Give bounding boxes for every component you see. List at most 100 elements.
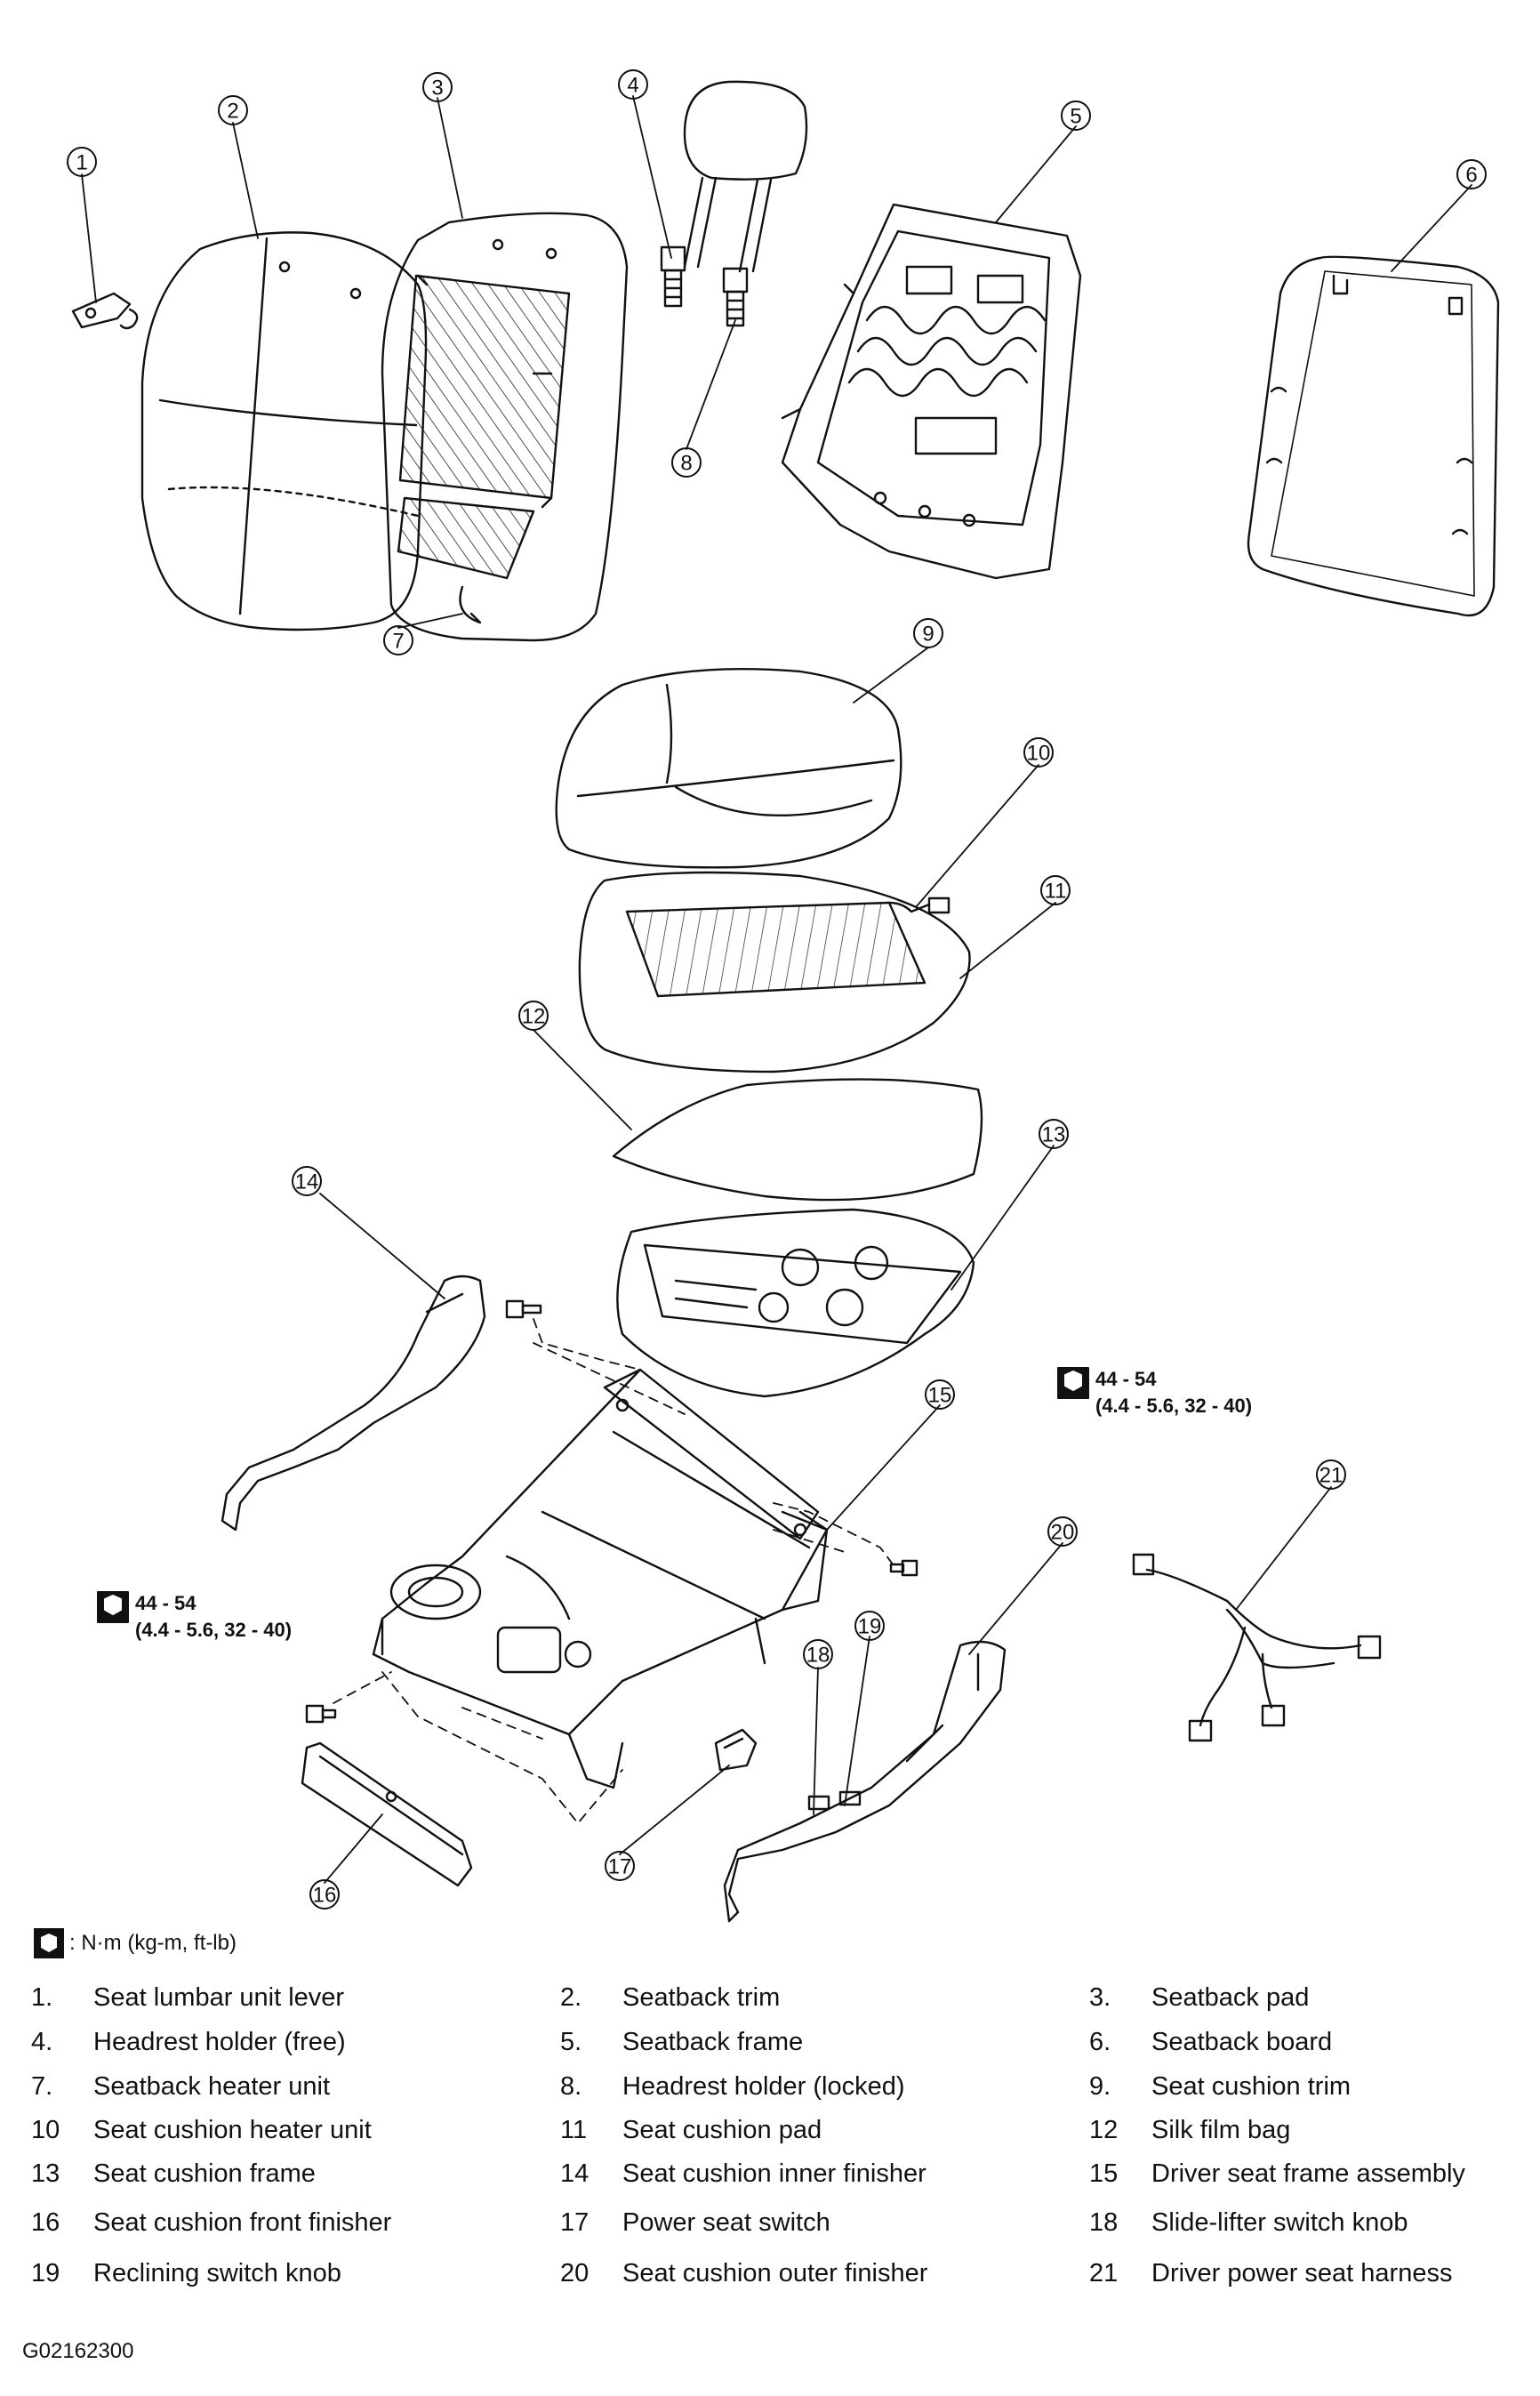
- legend-item-number: 17: [560, 2208, 590, 2237]
- legend-item-number: 3.: [1089, 1983, 1111, 2012]
- legend-item-number: 2.: [560, 1983, 582, 2012]
- torque-wrench-icon: [97, 1591, 129, 1623]
- callout-7: 7: [392, 630, 404, 654]
- legend-item: 3. Seatback pad: [1089, 1983, 1540, 2019]
- legend-item-name: Seat cushion outer finisher: [622, 2259, 928, 2287]
- figure-id: G02162300: [22, 2339, 134, 2363]
- seatback-trim-part: [140, 231, 428, 631]
- seat-cushion-outer-finisher-part: [723, 1640, 1007, 1923]
- legend-item-name: Seatback pad: [1151, 1983, 1310, 2012]
- legend-item-name: Seat cushion frame: [93, 2159, 316, 2188]
- driver-seat-frame-assembly-part: [372, 1368, 829, 1789]
- legend-item-name: Seat cushion pad: [622, 2116, 822, 2144]
- legend-item: 17 Power seat switch: [560, 2208, 1040, 2244]
- legend-item: 21 Driver power seat harness: [1089, 2259, 1540, 2295]
- legend-item: 1. Seat lumbar unit lever: [31, 1983, 511, 2019]
- bolt-left: [305, 1704, 337, 1724]
- callout-11: 11: [1045, 880, 1067, 904]
- legend-item-number: 10: [31, 2116, 60, 2144]
- legend-item: 7. Seatback heater unit: [31, 2072, 511, 2108]
- legend-item: 15 Driver seat frame assembly: [1089, 2159, 1540, 2195]
- legend-item-name: Seat cushion inner finisher: [622, 2159, 926, 2188]
- legend-item-name: Reclining switch knob: [93, 2259, 341, 2287]
- headrest-holder-locked-part: [722, 267, 749, 327]
- legend-item-number: 15: [1089, 2159, 1119, 2188]
- callout-12: 12: [522, 1005, 546, 1029]
- legend-item-name: Headrest holder (locked): [622, 2072, 905, 2101]
- legend-item-name: Seat lumbar unit lever: [93, 1983, 345, 2012]
- callout-17: 17: [608, 1855, 632, 1879]
- callout-18: 18: [806, 1644, 830, 1668]
- legend-item-number: 12: [1089, 2116, 1119, 2144]
- legend-item-number: 1.: [31, 1983, 53, 2012]
- legend-item-number: 4.: [31, 2028, 53, 2056]
- bolt-right: [889, 1559, 918, 1577]
- callout-13: 13: [1042, 1123, 1066, 1147]
- legend-item: 14 Seat cushion inner finisher: [560, 2159, 1040, 2195]
- callout-9: 9: [922, 623, 934, 647]
- legend-item-number: 19: [31, 2259, 60, 2287]
- callout-5: 5: [1070, 105, 1081, 129]
- seat-cushion-front-finisher-part: [301, 1741, 473, 1887]
- torque-spec-left-line1: 44 - 54: [135, 1592, 197, 1614]
- legend-item-name: Power seat switch: [622, 2208, 830, 2237]
- legend-item: 12 Silk film bag: [1089, 2116, 1540, 2151]
- seatback-frame-part: [781, 203, 1082, 580]
- legend-item-name: Slide-lifter switch knob: [1151, 2208, 1408, 2237]
- legend-item-name: Driver power seat harness: [1151, 2259, 1453, 2287]
- legend-item-number: 20: [560, 2259, 590, 2287]
- legend-item-name: Seatback frame: [622, 2028, 804, 2056]
- seat-cushion-inner-finisher-part: [221, 1274, 486, 1532]
- seat-cushion-trim-part: [555, 667, 902, 869]
- legend-item-number: 5.: [560, 2028, 582, 2056]
- callout-21: 21: [1319, 1464, 1343, 1488]
- legend-item-name: Seatback heater unit: [93, 2072, 331, 2101]
- torque-unit-label: : N·m (kg-m, ft-lb): [69, 1931, 237, 1955]
- seat-lumbar-lever-part: [71, 292, 139, 330]
- legend-item: 6. Seatback board: [1089, 2028, 1540, 2063]
- legend-item-number: 18: [1089, 2208, 1119, 2237]
- torque-spec-right-line1: 44 - 54: [1095, 1368, 1157, 1390]
- legend-item-name: Seatback trim: [622, 1983, 781, 2012]
- headrest-part: [683, 80, 808, 273]
- torque-wrench-icon: [1057, 1367, 1089, 1399]
- legend-item: 20 Seat cushion outer finisher: [560, 2259, 1040, 2295]
- legend-item-name: Silk film bag: [1151, 2116, 1291, 2144]
- leader-lines: [81, 95, 1472, 1884]
- callout-10: 10: [1027, 742, 1051, 766]
- torque-spec-left-line2: (4.4 - 5.6, 32 - 40): [135, 1619, 292, 1641]
- legend-item-name: Driver seat frame assembly: [1151, 2159, 1465, 2188]
- callout-16: 16: [313, 1884, 337, 1908]
- callout-6: 6: [1465, 164, 1477, 188]
- legend-item-number: 13: [31, 2159, 60, 2188]
- callout-15: 15: [928, 1384, 952, 1408]
- legend-item-number: 8.: [560, 2072, 582, 2101]
- seat-cushion-pad-part: [578, 871, 971, 1073]
- legend-item-number: 21: [1089, 2259, 1119, 2287]
- callout-1: 1: [76, 151, 87, 175]
- mounting-dash-lines: [333, 1318, 894, 1824]
- exploded-seat-diagram: 1 2 3 4 5 6 7 8 9 10 11 12 13 14 15 16 1…: [67, 69, 1500, 1923]
- legend-item-name: Seatback board: [1151, 2028, 1333, 2056]
- callout-20: 20: [1051, 1521, 1075, 1545]
- callout-19: 19: [858, 1615, 882, 1639]
- torque-wrench-icon: [34, 1928, 64, 1958]
- legend-item-number: 7.: [31, 2072, 53, 2101]
- power-seat-switch-part: [714, 1728, 758, 1772]
- callout-14: 14: [295, 1170, 319, 1194]
- seatback-pad-part: [381, 212, 629, 642]
- legend-item-number: 14: [560, 2159, 590, 2188]
- legend-item-name: Headrest holder (free): [93, 2028, 346, 2056]
- seatback-board-part: [1247, 255, 1500, 617]
- legend-item: 19 Reclining switch knob: [31, 2259, 511, 2295]
- callout-3: 3: [431, 76, 443, 101]
- legend-item: 9.Seat cushion trim: [1089, 2072, 1540, 2108]
- callout-8: 8: [680, 452, 692, 476]
- silk-film-bag-part: [612, 1078, 983, 1202]
- torque-unit-key: : N·m (kg-m, ft-lb): [34, 1926, 237, 1961]
- callout-circles: [67, 69, 1487, 1910]
- legend-item-number: 6.: [1089, 2028, 1111, 2056]
